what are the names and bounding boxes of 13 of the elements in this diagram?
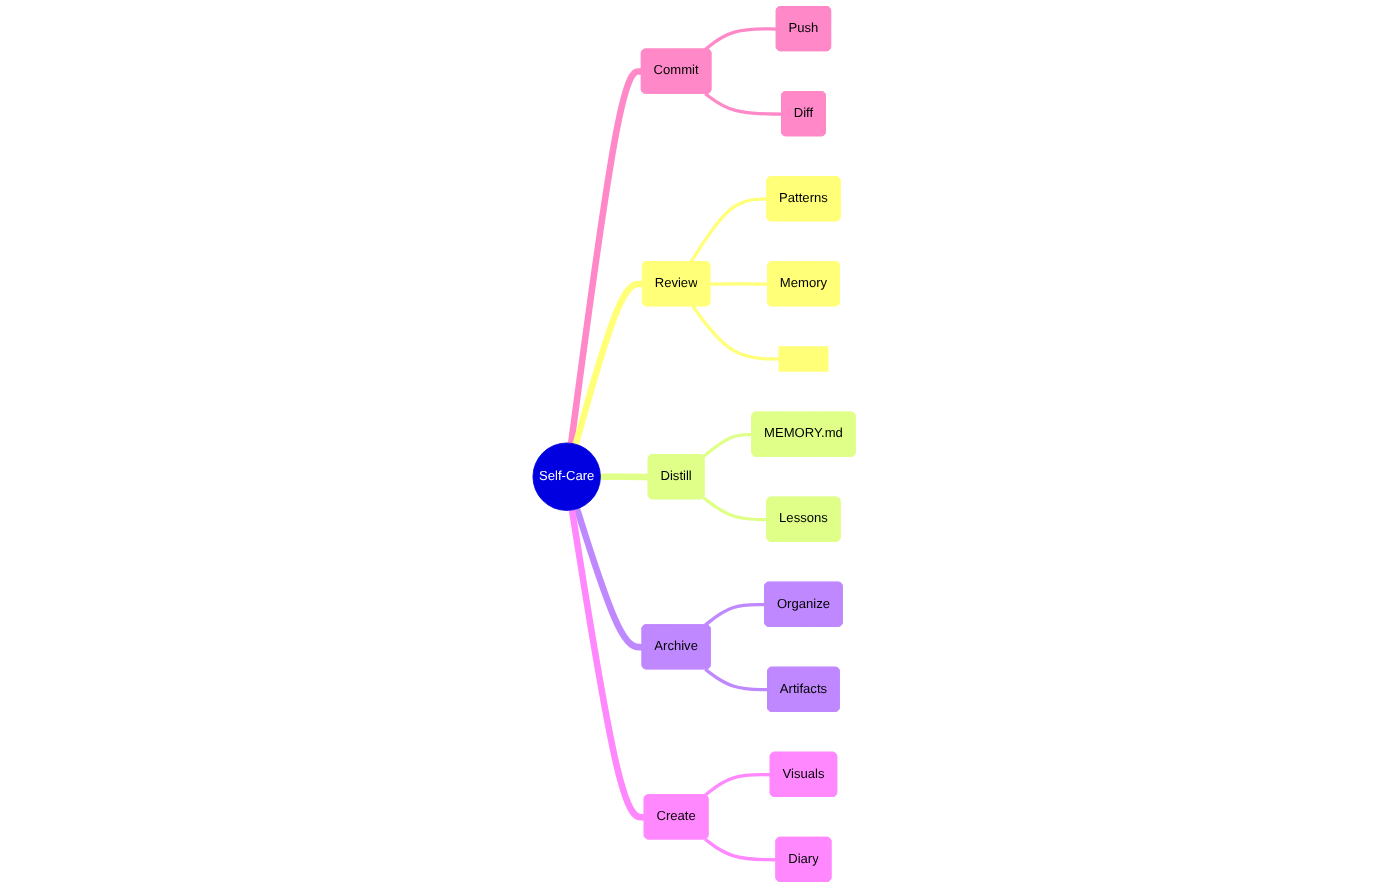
connector xyxy=(704,773,771,797)
connector xyxy=(691,305,779,361)
connector xyxy=(702,432,753,458)
connector xyxy=(704,602,766,627)
connector xyxy=(689,197,768,263)
connector xyxy=(710,282,768,286)
connector xyxy=(702,496,768,522)
node-box xyxy=(778,346,829,372)
connector xyxy=(704,27,777,51)
connector xyxy=(704,837,777,862)
connector xyxy=(600,473,649,481)
connector xyxy=(704,92,782,116)
connector xyxy=(704,667,768,692)
